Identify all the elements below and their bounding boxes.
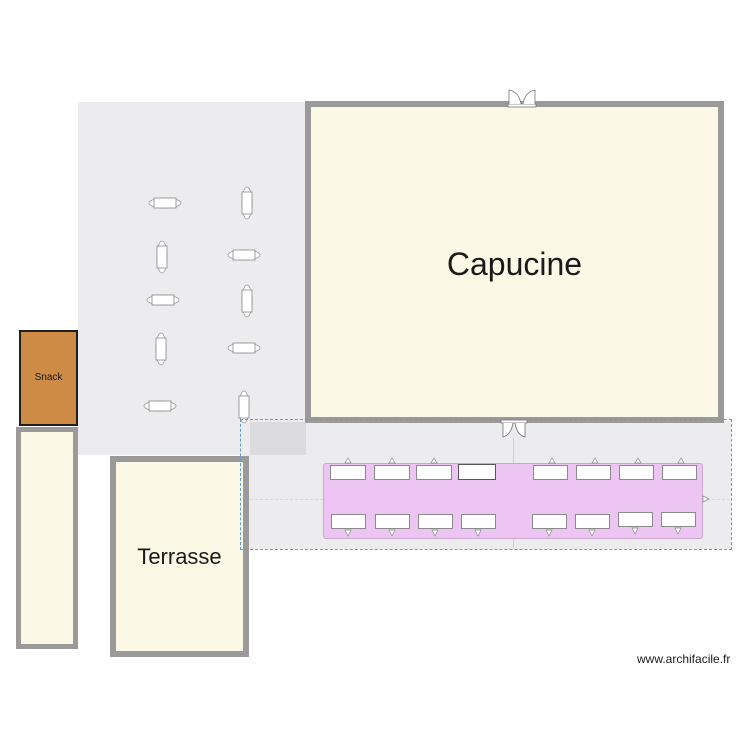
chair-icon[interactable] [662,465,697,480]
outdoor-table[interactable] [225,340,263,356]
chair-icon[interactable] [458,464,496,480]
outdoor-table[interactable] [154,238,170,276]
chair-icon[interactable] [331,514,366,529]
outdoor-table[interactable] [239,184,255,222]
chair-icon[interactable] [533,465,568,480]
room-capucine-label: Capucine [446,246,583,282]
room-snack[interactable]: Snack [19,330,78,426]
chair-icon[interactable] [461,514,496,529]
outdoor-area-left [78,102,306,455]
chair-icon[interactable] [575,514,610,529]
outdoor-table[interactable] [141,398,179,414]
outdoor-patch [250,422,306,455]
room-terrasse-label: Terrasse [137,544,222,569]
chair-icon[interactable] [661,512,696,527]
chair-icon[interactable] [418,514,453,529]
room-left-narrow[interactable] [16,427,78,649]
chair-icon[interactable] [375,514,410,529]
outdoor-table[interactable] [153,330,169,368]
outdoor-table[interactable] [144,292,182,308]
outdoor-table[interactable] [225,247,263,263]
chair-icon[interactable] [330,465,366,480]
room-terrasse[interactable]: Terrasse [110,456,249,657]
double-door-icon[interactable] [507,88,537,108]
outdoor-table[interactable] [146,195,184,211]
chair-icon[interactable] [576,465,611,480]
room-snack-label: Snack [34,372,63,383]
room-capucine[interactable]: Capucine [305,101,724,423]
outdoor-table[interactable] [239,282,255,320]
chair-icon[interactable] [532,514,567,529]
chair-notches [323,454,713,544]
chair-icon[interactable] [619,465,654,480]
selection-frame[interactable] [240,419,732,550]
watermark: www.archifacile.fr [637,652,731,666]
chair-icon[interactable] [374,465,410,480]
chair-icon[interactable] [618,512,653,527]
chair-icon[interactable] [416,465,452,480]
double-door-icon[interactable] [500,419,528,439]
outdoor-table[interactable] [236,388,252,426]
